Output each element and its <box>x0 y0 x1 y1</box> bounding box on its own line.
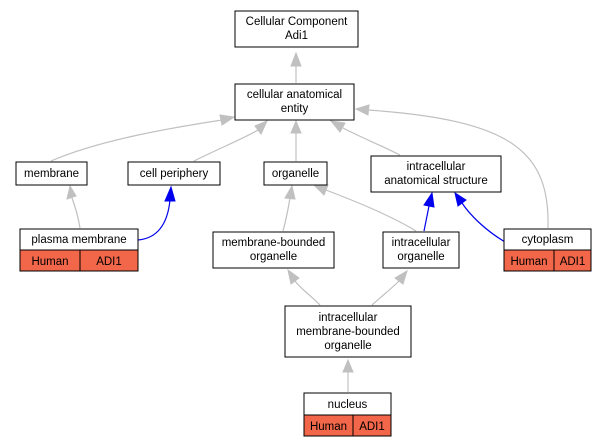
edge-io-organelle <box>325 189 417 232</box>
node-label: Cellular Component <box>246 16 348 28</box>
arrowhead <box>312 184 329 196</box>
arrowhead <box>254 120 268 135</box>
edge-pm-cellperiphery <box>137 199 171 241</box>
gene-label: ADI1 <box>96 256 122 268</box>
arrowhead <box>423 191 435 208</box>
arrowhead <box>342 358 354 373</box>
edge-pm-membrane <box>71 197 81 229</box>
edge-membrane-cae <box>50 119 223 162</box>
arrowhead <box>354 104 370 116</box>
node-intracellular-anatomical-structure[interactable]: intracellular anatomical structure <box>370 155 502 193</box>
node-label: membrane-bounded <box>296 326 400 338</box>
edge-imbo-mbo <box>294 280 321 306</box>
species-label: Human <box>31 256 68 268</box>
edge-io-ias <box>423 205 430 232</box>
node-label: plasma membrane <box>31 234 126 246</box>
node-label: anatomical structure <box>384 175 488 187</box>
node-label: organelle <box>272 168 319 180</box>
edge-cytoplasm-cae <box>367 109 549 229</box>
node-cellular-anatomical-entity[interactable]: cellular anatomical entity <box>234 83 355 121</box>
arrowhead <box>290 119 302 134</box>
species-label: Human <box>310 421 347 433</box>
arrowhead <box>287 268 300 285</box>
node-label: cytoplasm <box>522 234 574 246</box>
node-label: organelle <box>397 251 444 263</box>
node-organelle[interactable]: organelle <box>263 161 328 186</box>
node-label: intracellular <box>392 237 451 249</box>
gene-tag <box>79 249 139 272</box>
node-label: membrane <box>24 168 79 180</box>
node-label: membrane-bounded <box>222 237 326 249</box>
edges <box>50 51 549 392</box>
node-label: intracellular <box>407 161 466 173</box>
species-label: Human <box>510 256 547 268</box>
node-intracellular-organelle[interactable]: intracellular organelle <box>382 231 460 269</box>
node-label: intracellular <box>319 312 378 324</box>
node-label: organelle <box>250 251 297 263</box>
arrowhead <box>454 191 467 207</box>
arrowhead <box>219 114 236 126</box>
gene-tag <box>553 249 592 272</box>
arrowhead <box>290 51 302 67</box>
gene-tag <box>352 414 392 437</box>
node-label: cell periphery <box>140 168 209 180</box>
node-label: organelle <box>324 340 371 352</box>
node-plasma-membrane[interactable]: plasma membrane Human ADI1 <box>19 228 139 272</box>
edge-ias-cae <box>342 127 401 156</box>
edge-cellperiphery-cae <box>193 129 259 162</box>
node-label: nucleus <box>328 399 368 411</box>
node-nucleus[interactable]: nucleus Human ADI1 <box>303 392 392 437</box>
node-cellular-component-adi1[interactable]: Cellular Component Adi1 <box>234 10 359 48</box>
arrowhead <box>164 185 176 202</box>
edge-mbo-organelle <box>282 197 291 232</box>
node-label: Adi1 <box>285 30 308 42</box>
arrowhead <box>394 269 408 285</box>
node-cytoplasm[interactable]: cytoplasm Human ADI1 <box>503 228 592 272</box>
arrowhead <box>66 184 77 200</box>
gene-label: ADI1 <box>560 256 586 268</box>
node-cell-periphery[interactable]: cell periphery <box>127 161 221 186</box>
node-label: entity <box>281 103 309 115</box>
node-label: cellular anatomical <box>247 89 342 101</box>
arrowhead <box>284 184 296 200</box>
node-membrane-bounded-organelle[interactable]: membrane-bounded organelle <box>212 231 335 269</box>
gene-label: ADI1 <box>359 421 385 433</box>
node-intracellular-membrane-bounded-organelle[interactable]: intracellular membrane-bounded organelle <box>284 305 412 358</box>
arrowhead <box>329 120 346 133</box>
node-membrane[interactable]: membrane <box>15 161 88 186</box>
edge-imbo-io <box>371 280 400 306</box>
edge-cytoplasm-ias <box>461 202 506 243</box>
